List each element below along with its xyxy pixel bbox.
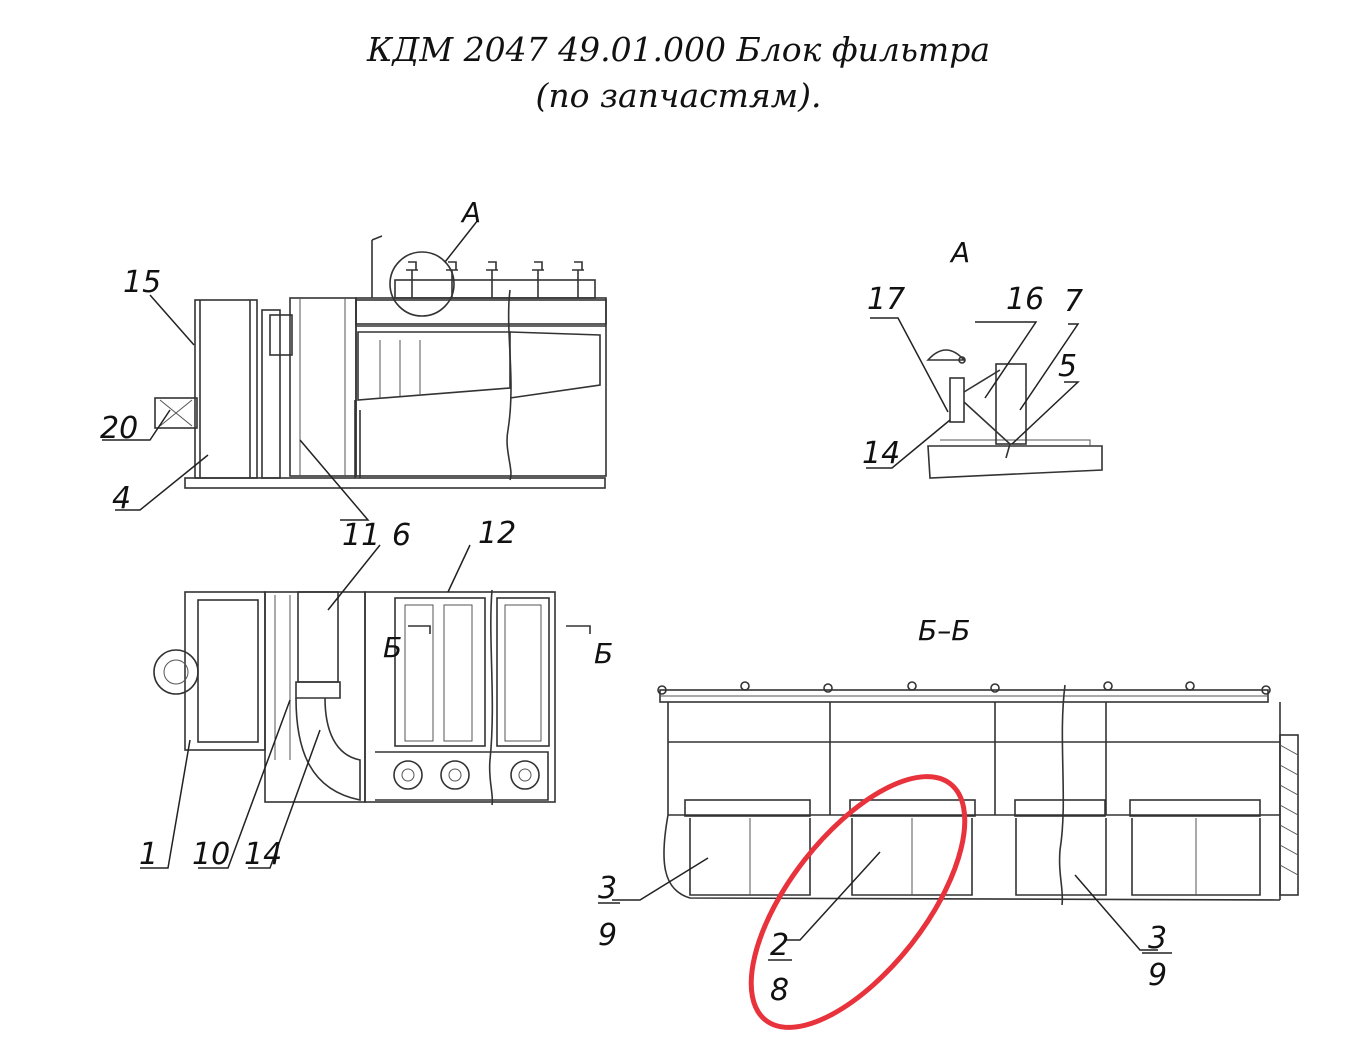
side-view	[154, 219, 607, 489]
detail-callout-label: А	[460, 196, 481, 229]
callout-8: 8	[770, 973, 789, 1008]
callout-12: 12	[478, 516, 516, 551]
callout-11: 11	[342, 518, 380, 553]
callout-14-plan: 14	[244, 837, 282, 872]
highlight-ellipse	[748, 774, 968, 1030]
section-mark-right: Б	[594, 637, 613, 670]
callout-9-right: 9	[1148, 958, 1167, 993]
callout-4: 4	[112, 481, 131, 516]
section-mark-left: Б	[383, 631, 402, 664]
callout-3-left: 3	[598, 871, 617, 906]
callout-5: 5	[1058, 349, 1077, 384]
callout-15: 15	[123, 265, 161, 300]
drawing-title: КДМ 2047 49.01.000 Блок фильтра	[366, 30, 991, 69]
drawing-subtitle: (по запчастям).	[535, 76, 822, 115]
callout-14-detail: 14	[862, 436, 900, 471]
detail-a-view	[926, 349, 1103, 479]
callout-1: 1	[139, 837, 158, 872]
callout-6: 6	[392, 518, 411, 553]
callout-3-right: 3	[1148, 921, 1167, 956]
callout-17: 17	[867, 282, 905, 317]
section-view-label: Б–Б	[918, 614, 970, 647]
detail-view-label: А	[949, 236, 970, 269]
callout-2: 2	[770, 928, 789, 963]
callout-9-left: 9	[598, 918, 617, 953]
callout-7: 7	[1064, 284, 1083, 319]
callout-20: 20	[100, 411, 138, 446]
section-b-view	[657, 681, 1299, 906]
plan-view	[153, 589, 591, 806]
callout-10: 10	[192, 837, 230, 872]
callout-16: 16	[1006, 282, 1044, 317]
